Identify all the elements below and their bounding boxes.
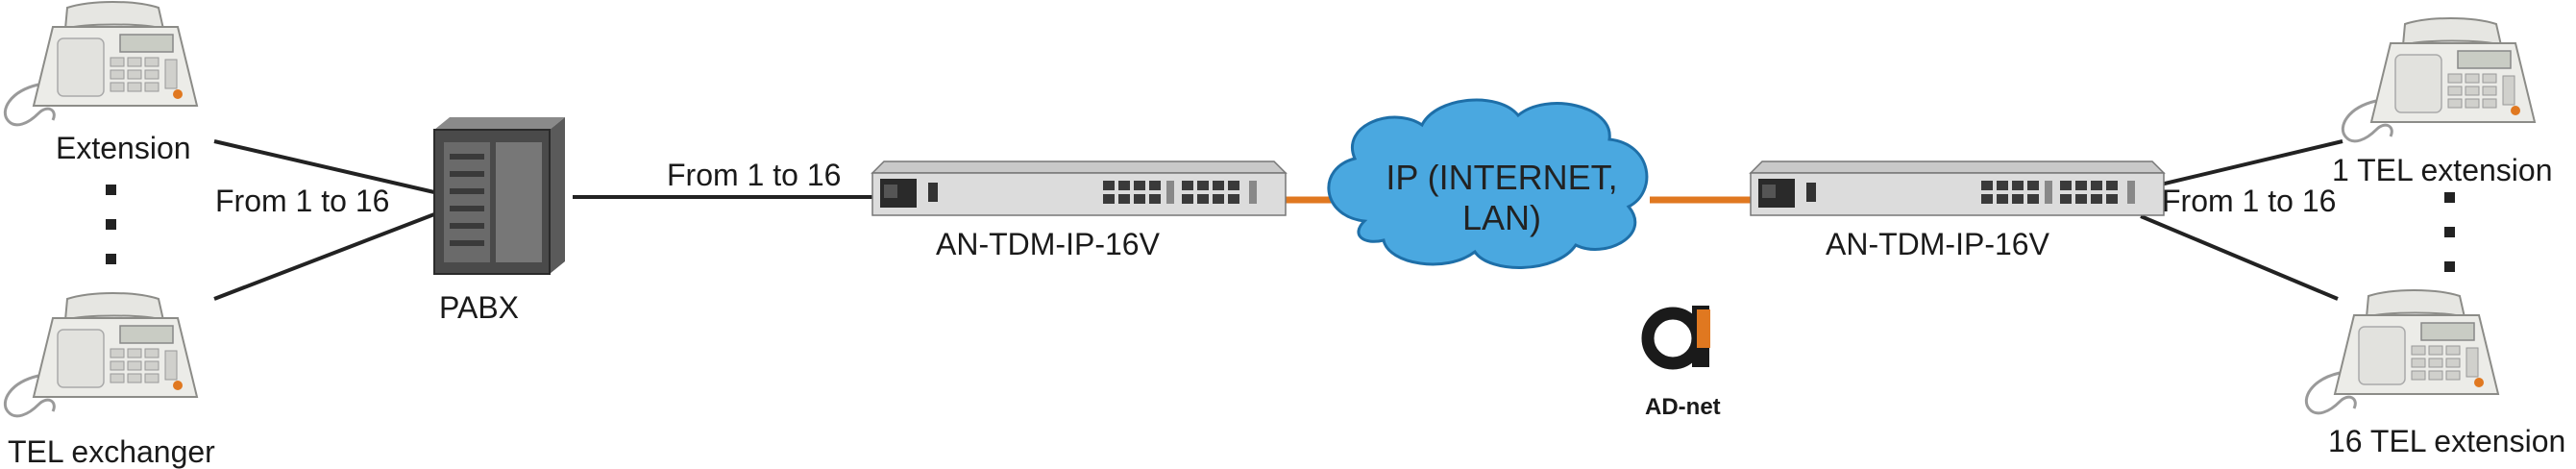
extension-label: Extension — [56, 131, 191, 165]
cloud-icon — [1327, 98, 1649, 269]
telephone-icon — [2341, 16, 2537, 143]
line-extension-to-pabx — [213, 139, 435, 194]
network-cloud-label: IP (INTERNET, LAN) — [1362, 158, 1641, 238]
voip-gateway-icon — [871, 160, 1287, 216]
ad-net-logo — [1641, 306, 1710, 370]
right-lines-label: From 1 to 16 — [2162, 184, 2337, 218]
first-extension-label: 1 TEL extension — [2332, 153, 2553, 187]
network-line-2: LAN) — [1461, 198, 1542, 237]
right-ellipsis-dots — [2444, 192, 2456, 296]
right-device-label: AN-TDM-IP-16V — [1826, 227, 2049, 261]
pabx-label: PABX — [439, 290, 519, 325]
line-gateway-to-last-extension — [2140, 214, 2339, 301]
brand-text: AD-net — [1645, 394, 1721, 420]
line-exchanger-to-pabx — [213, 212, 435, 301]
left-ellipsis-dots — [106, 185, 117, 288]
left-lines-label: From 1 to 16 — [215, 184, 390, 218]
pabx-server-icon — [433, 117, 565, 275]
tel-exchanger-label: TEL exchanger — [8, 434, 215, 469]
voip-gateway-icon — [1750, 160, 2165, 216]
telephone-icon — [3, 0, 199, 127]
network-line-1: IP (INTERNET, — [1386, 158, 1618, 197]
last-extension-label: 16 TEL extension — [2328, 424, 2566, 458]
left-device-label: AN-TDM-IP-16V — [936, 227, 1160, 261]
trunk-lines-label: From 1 to 16 — [667, 158, 842, 192]
telephone-icon — [3, 291, 199, 418]
line-gateway-to-first-extension — [2147, 139, 2343, 189]
telephone-icon — [2304, 288, 2500, 415]
